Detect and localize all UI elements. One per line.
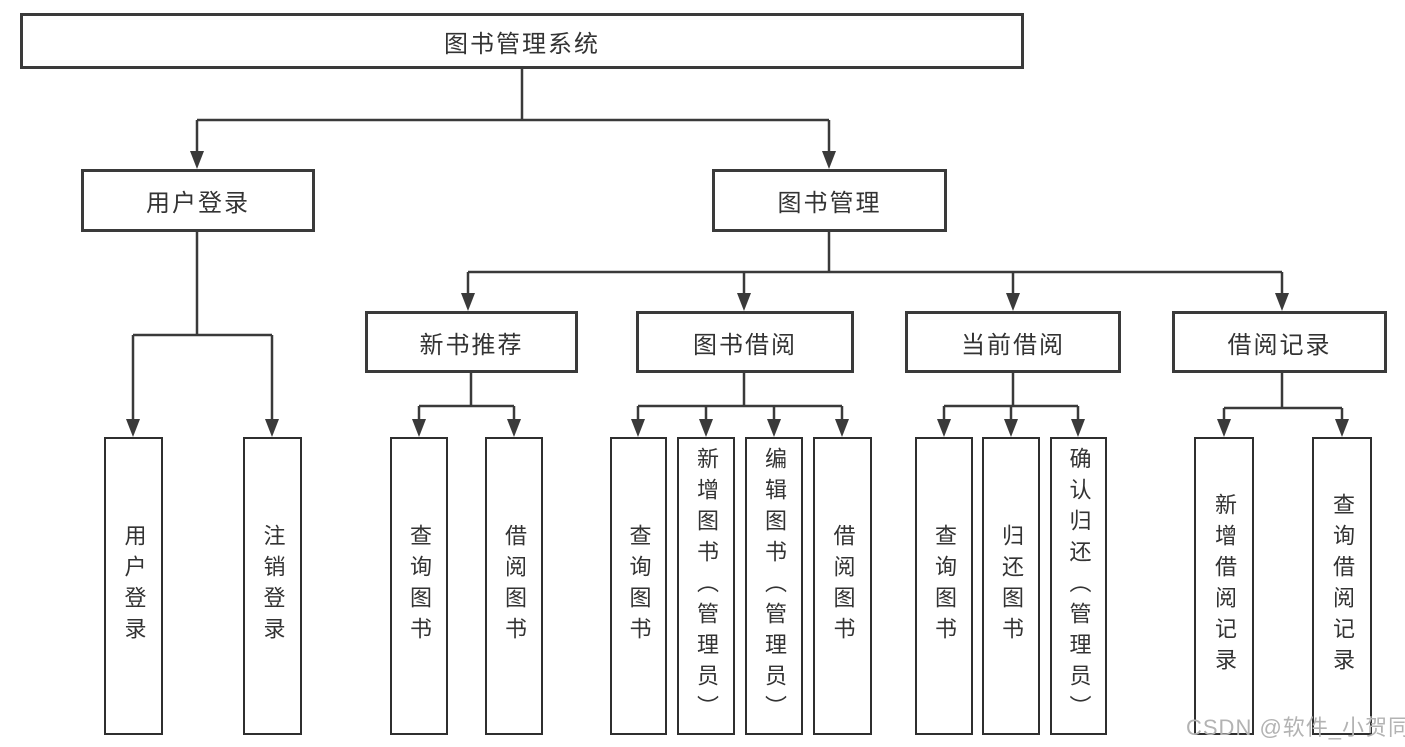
leaf-borrow-books-recommend-label: 借阅图书 [502, 524, 527, 648]
leaf-return-book: 归还图书 [982, 437, 1040, 735]
connector-current-borrow-children [937, 373, 1085, 437]
leaf-return-book-label: 归还图书 [999, 524, 1024, 648]
connector-user-login-children [126, 232, 279, 437]
connector-new-book-recommend-children [412, 373, 521, 437]
leaf-logout-label: 注销登录 [260, 524, 286, 648]
connector-book-borrow-children [631, 373, 849, 437]
leaf-user-login: 用户登录 [104, 437, 163, 735]
leaf-add-borrow-record-label: 新增借阅记录 [1212, 493, 1237, 679]
leaf-borrow-books-label: 借阅图书 [830, 524, 856, 648]
leaf-add-borrow-record: 新增借阅记录 [1194, 437, 1254, 735]
leaf-add-book-admin: 新增图书（管理员） [677, 437, 735, 735]
connector-borrow-records-children [1217, 373, 1349, 437]
node-current-borrow: 当前借阅 [905, 311, 1121, 373]
node-root-library-system: 图书管理系统 [20, 13, 1024, 69]
csdn-watermark: CSDN @软件_小贺同学 [1186, 715, 1405, 740]
leaf-query-books-current: 查询图书 [915, 437, 973, 735]
leaf-add-book-admin-label: 新增图书（管理员） [694, 446, 719, 726]
leaf-edit-book-admin: 编辑图书（管理员） [745, 437, 803, 735]
leaf-query-books-borrow: 查询图书 [610, 437, 667, 735]
node-book-borrow: 图书借阅 [636, 311, 854, 373]
node-user-login: 用户登录 [81, 169, 315, 232]
leaf-user-login-label: 用户登录 [121, 524, 147, 648]
leaf-query-books-current-label: 查询图书 [932, 524, 957, 648]
leaf-logout: 注销登录 [243, 437, 302, 735]
leaf-confirm-return-admin: 确认归还（管理员） [1050, 437, 1107, 735]
node-borrow-records: 借阅记录 [1172, 311, 1387, 373]
leaf-query-books-recommend: 查询图书 [390, 437, 448, 735]
connector-root-to-level1 [190, 69, 836, 169]
node-book-management: 图书管理 [712, 169, 947, 232]
node-new-book-recommend: 新书推荐 [365, 311, 578, 373]
connector-book-management-children [461, 232, 1289, 311]
leaf-borrow-books: 借阅图书 [813, 437, 872, 735]
leaf-borrow-books-recommend: 借阅图书 [485, 437, 543, 735]
leaf-query-books-recommend-label: 查询图书 [407, 524, 432, 648]
leaf-query-borrow-record-label: 查询借阅记录 [1330, 493, 1355, 679]
leaf-query-books-borrow-label: 查询图书 [626, 524, 652, 648]
leaf-confirm-return-admin-label: 确认归还（管理员） [1066, 446, 1092, 726]
leaf-edit-book-admin-label: 编辑图书（管理员） [762, 446, 787, 726]
leaf-query-borrow-record: 查询借阅记录 [1312, 437, 1372, 735]
